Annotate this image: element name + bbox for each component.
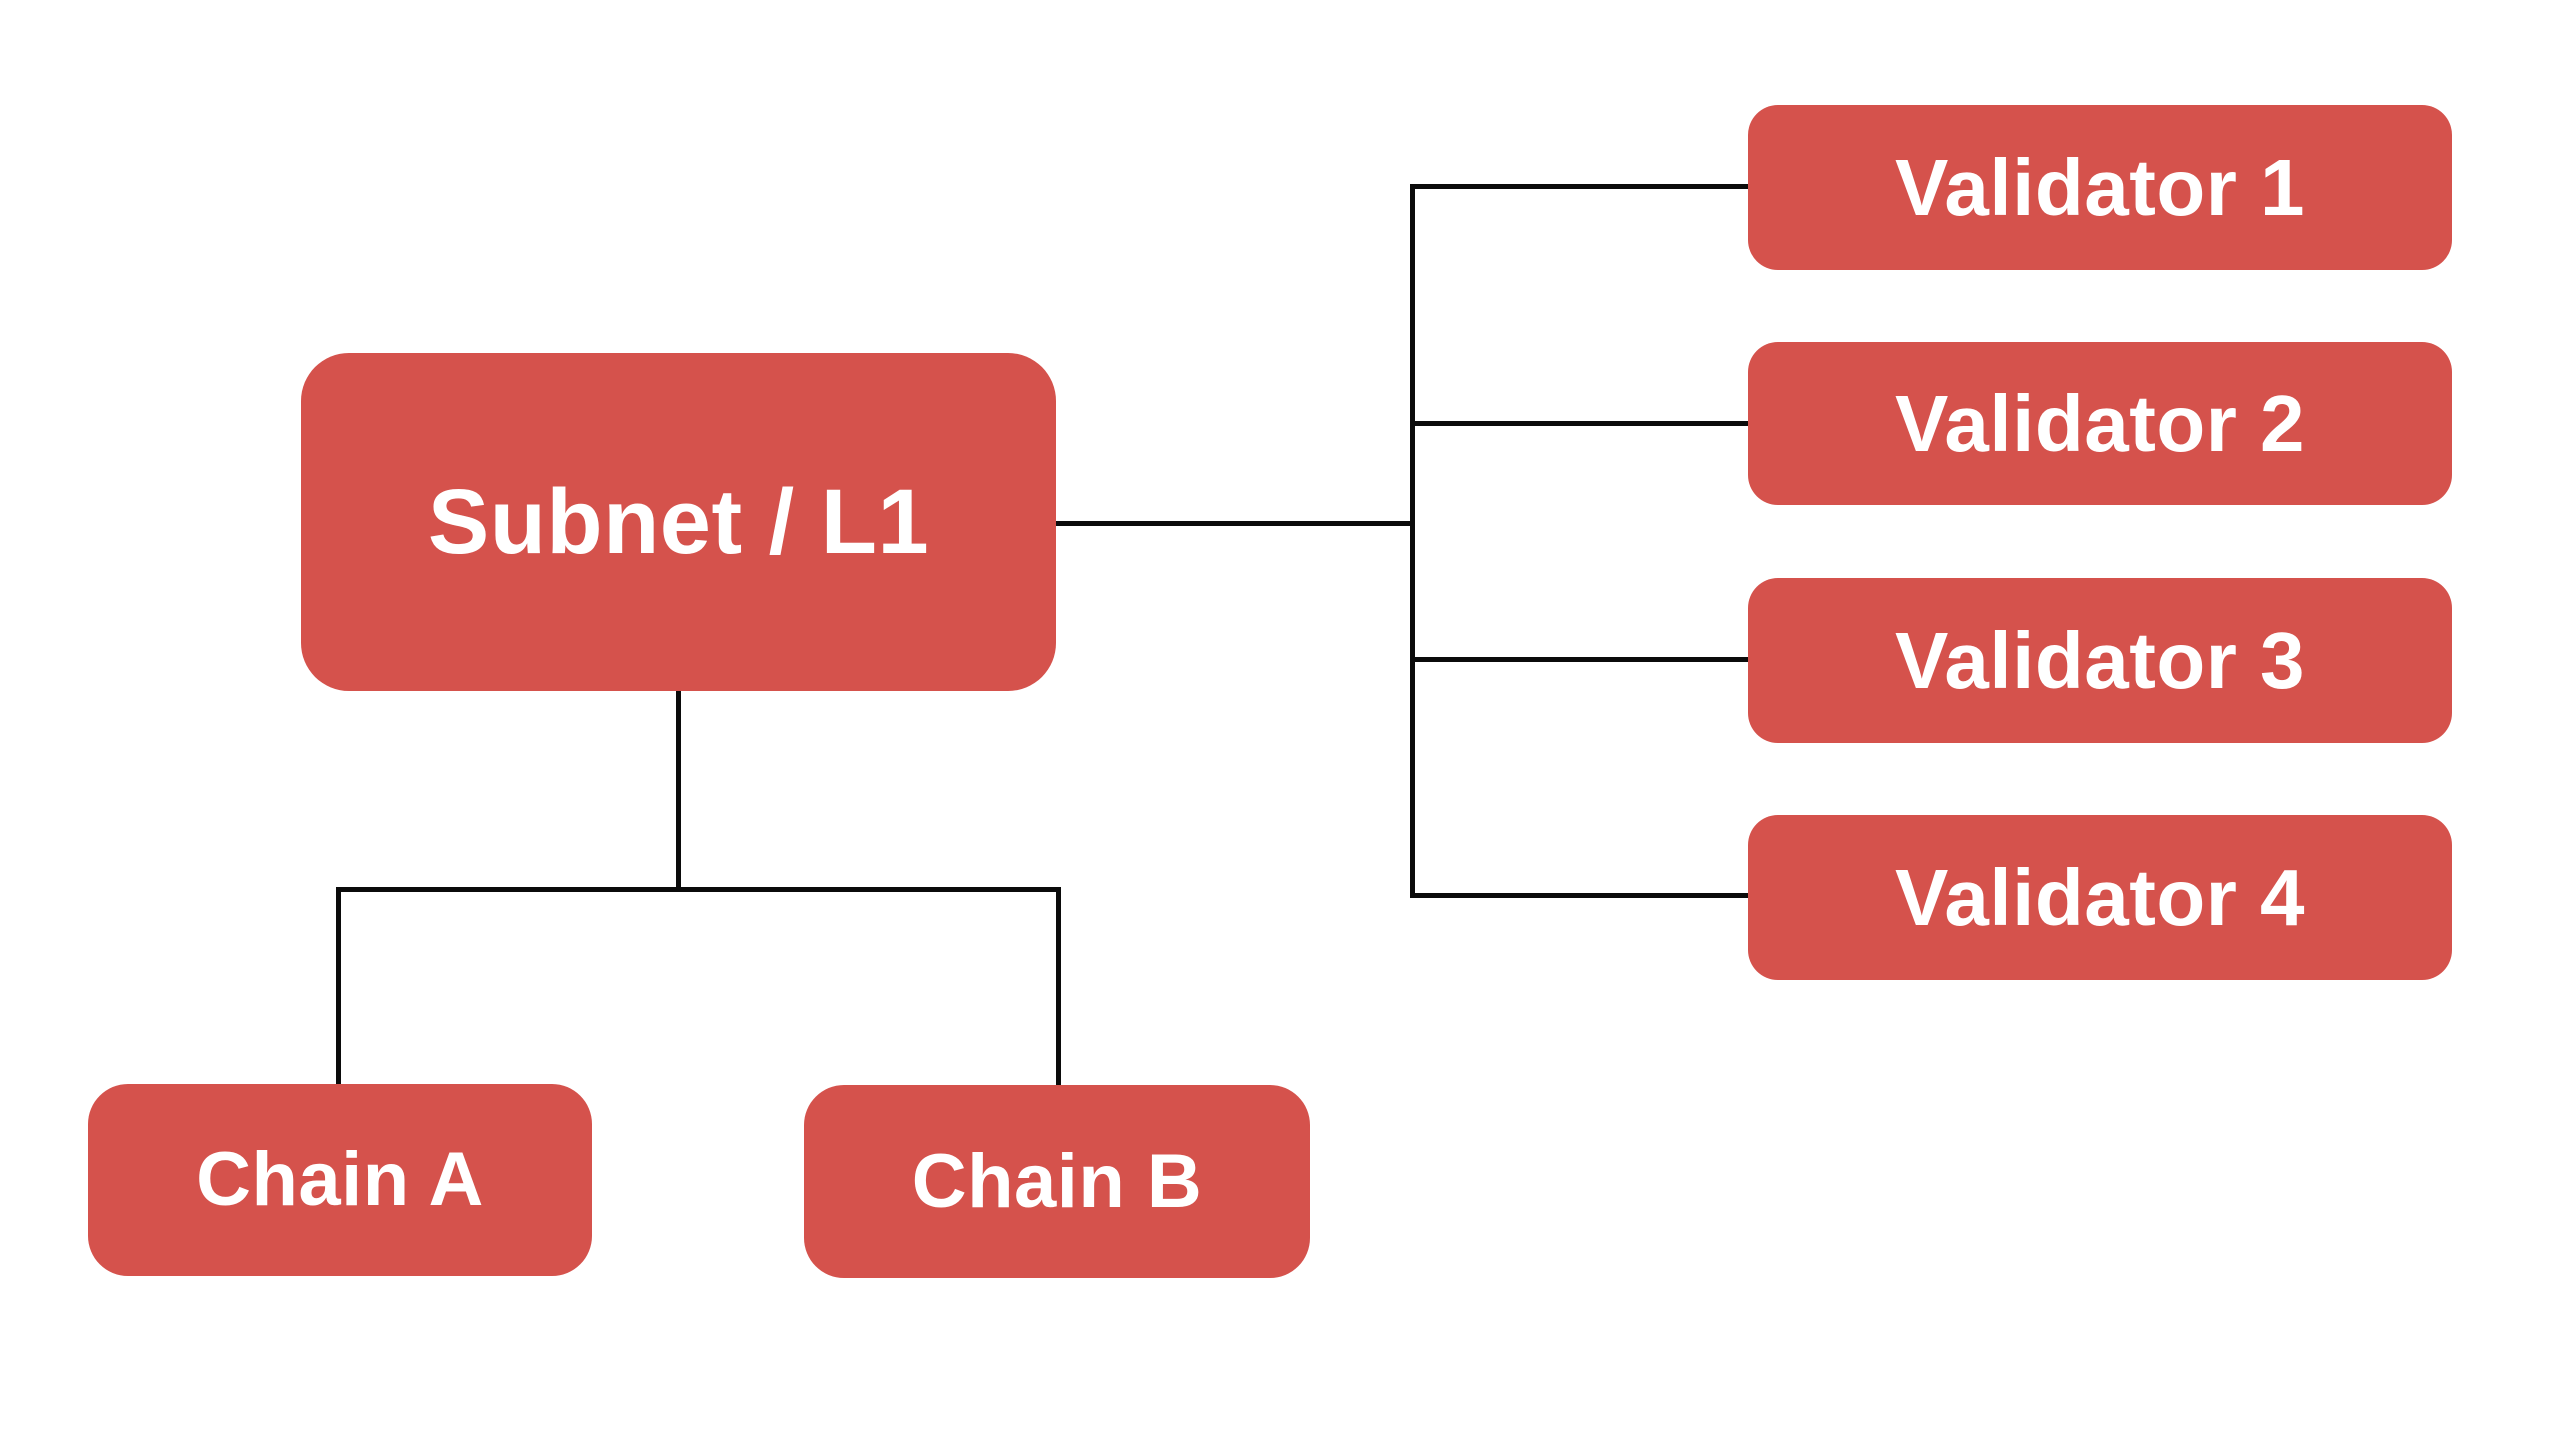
node-validator-2: Validator 2 xyxy=(1748,342,2452,505)
node-validator-4: Validator 4 xyxy=(1748,815,2452,980)
edge-branch-validator-2 xyxy=(1412,421,1748,426)
edge-branch-validator-3 xyxy=(1412,657,1748,662)
edge-drop-to-chain-a xyxy=(336,887,341,1084)
node-validator-1: Validator 1 xyxy=(1748,105,2452,270)
edge-drop-to-chain-b xyxy=(1056,887,1061,1085)
edge-validators-trunk-vertical xyxy=(1410,184,1415,898)
node-chain-b: Chain B xyxy=(804,1085,1310,1278)
node-subnet-l1: Subnet / L1 xyxy=(301,353,1056,691)
node-validator-3: Validator 3 xyxy=(1748,578,2452,743)
edge-branch-validator-1 xyxy=(1412,184,1748,189)
edge-subnet-to-validators-trunk xyxy=(1056,521,1415,526)
edge-subnet-to-chains-vertical xyxy=(676,691,681,892)
edge-chains-split-horizontal xyxy=(336,887,1061,892)
node-chain-a: Chain A xyxy=(88,1084,592,1276)
edge-branch-validator-4 xyxy=(1412,893,1748,898)
